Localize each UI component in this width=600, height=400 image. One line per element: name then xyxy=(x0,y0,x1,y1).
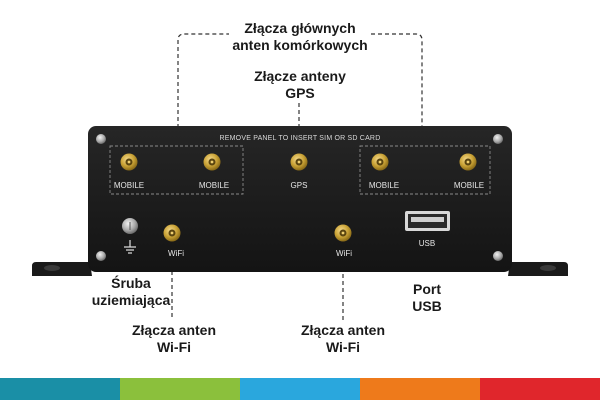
mobile-connector-3 xyxy=(371,153,389,171)
label-usb: USB xyxy=(419,239,435,248)
wifi-connector-1 xyxy=(163,224,181,242)
mobile-group-right xyxy=(359,145,491,195)
right-bracket xyxy=(508,248,568,276)
wifi-connector-2 xyxy=(334,224,352,242)
gps-connector xyxy=(290,153,308,171)
callout-wifi-right: Złącza anten Wi-Fi xyxy=(300,322,386,355)
corner-screws xyxy=(96,134,503,261)
sma-connectors xyxy=(120,153,477,242)
device-body xyxy=(88,126,512,272)
footer-stripe-2 xyxy=(120,378,240,400)
callout-main-antennas: Złącza głównych anten komórkowych xyxy=(232,20,368,53)
mobile-connector-4 xyxy=(459,153,477,171)
footer-stripe-1 xyxy=(0,378,120,400)
left-bracket-hole xyxy=(44,265,60,271)
label-mobile-2: MOBILE xyxy=(199,181,229,190)
left-bracket xyxy=(32,248,92,276)
label-mobile-4: MOBILE xyxy=(454,181,484,190)
callout-wifi-left: Złącza anten Wi-Fi xyxy=(131,322,217,355)
label-gps: GPS xyxy=(291,181,308,190)
footer-stripe-4 xyxy=(360,378,480,400)
panel-note: REMOVE PANEL TO INSERT SIM OR SD CARD xyxy=(220,135,381,142)
mobile-group-left xyxy=(109,145,244,195)
label-mobile-3: MOBILE xyxy=(369,181,399,190)
callout-gps-antenna: Złącze anteny GPS xyxy=(254,68,346,101)
label-mobile-1: MOBILE xyxy=(114,181,144,190)
mobile-connector-2 xyxy=(203,153,221,171)
label-wifi-2: WiFi xyxy=(336,249,352,258)
callout-grounding-screw: Śruba uziemiająca xyxy=(91,275,171,308)
usb-port xyxy=(405,211,450,231)
right-bracket-hole xyxy=(540,265,556,271)
footer-stripe-3 xyxy=(240,378,360,400)
callout-usb-port: Port USB xyxy=(412,281,442,314)
mobile-connector-1 xyxy=(120,153,138,171)
ground-icon xyxy=(124,240,136,254)
grounding-screw xyxy=(122,218,138,234)
label-wifi-1: WiFi xyxy=(168,249,184,258)
footer-stripe-5 xyxy=(480,378,600,400)
